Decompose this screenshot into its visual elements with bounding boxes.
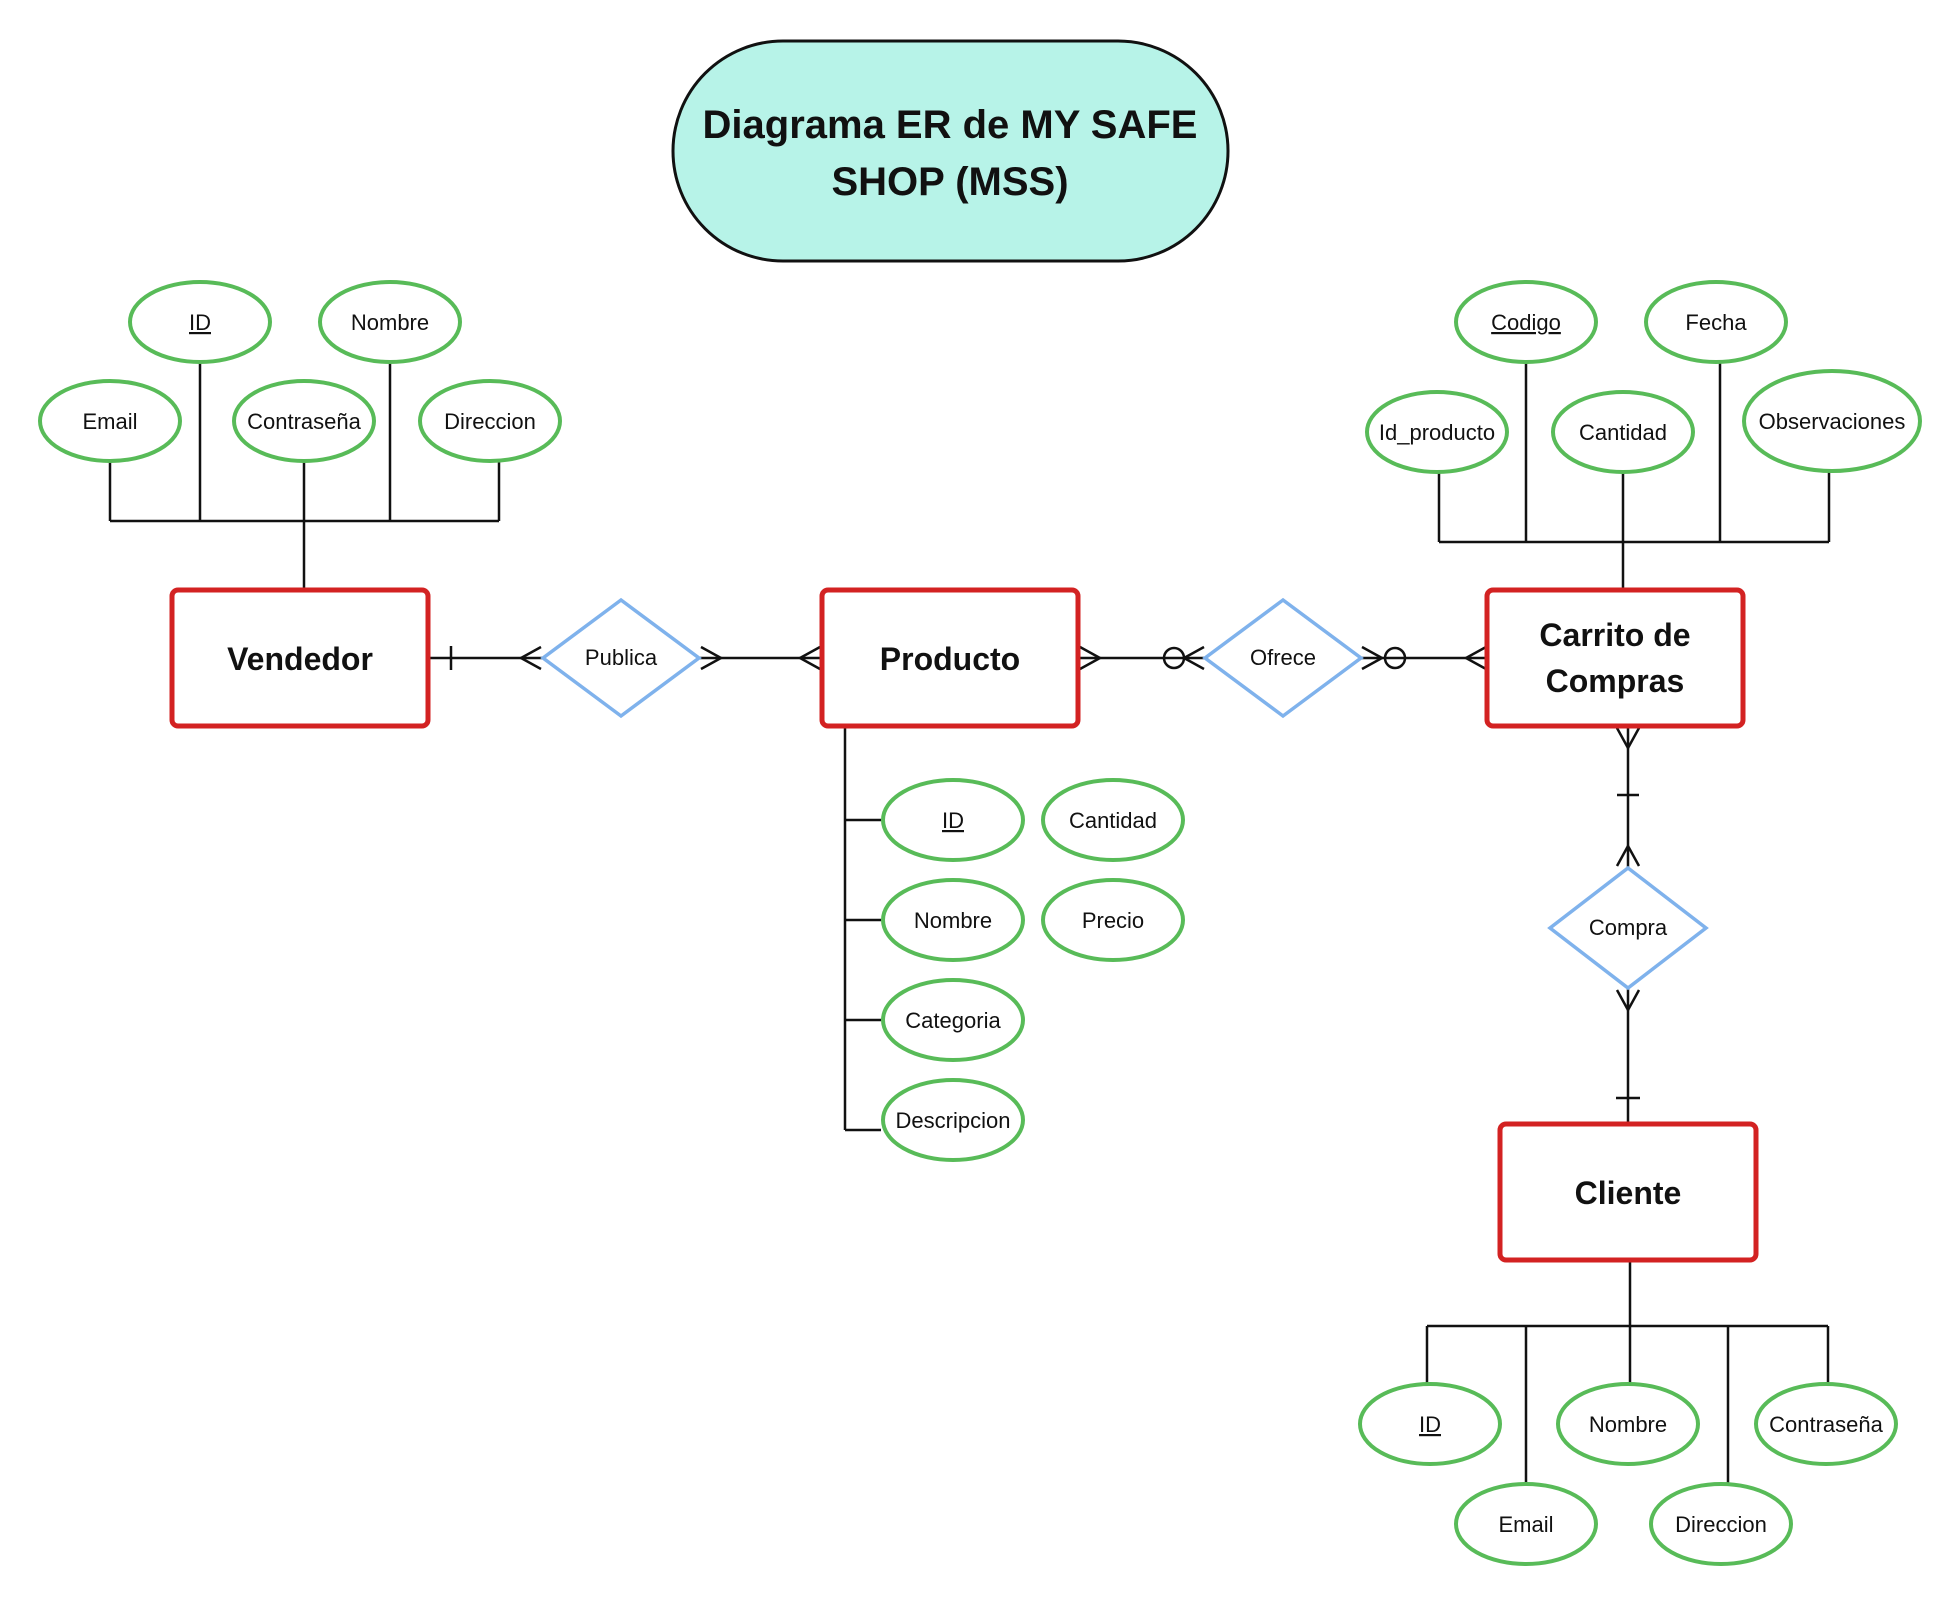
crowsfoot-publica-left xyxy=(518,645,542,671)
attribute-vendedor-contrasena[interactable]: Contraseña xyxy=(232,379,376,463)
attribute-producto-descripcion-label: Descripcion xyxy=(896,1108,1011,1133)
title-line-2: SHOP (MSS) xyxy=(831,160,1068,204)
attribute-cliente-direccion-label: Direccion xyxy=(1675,1512,1767,1537)
attribute-cliente-email-label: Email xyxy=(1498,1512,1553,1537)
attribute-producto-nombre[interactable]: Nombre xyxy=(881,878,1025,962)
attribute-producto-cantidad-label: Cantidad xyxy=(1069,808,1157,833)
attribute-vendedor-contrasena-label: Contraseña xyxy=(247,409,362,434)
attribute-producto-categoria-label: Categoria xyxy=(905,1008,1001,1033)
cardinality-marks xyxy=(449,645,1641,1100)
attribute-cliente-email[interactable]: Email xyxy=(1454,1482,1598,1566)
title-line-1: Diagrama ER de MY SAFE xyxy=(703,103,1198,147)
attribute-cliente-nombre[interactable]: Nombre xyxy=(1556,1382,1700,1466)
attribute-vendedor-email-label: Email xyxy=(82,409,137,434)
relationship-ofrece[interactable]: Ofrece xyxy=(1202,597,1364,719)
title-pill xyxy=(671,39,1230,263)
attribute-carrito-id-producto[interactable]: Id_producto xyxy=(1365,390,1509,474)
attribute-carrito-cantidad[interactable]: Cantidad xyxy=(1551,390,1695,474)
attribute-carrito-id-producto-label: Id_producto xyxy=(1379,420,1495,445)
attribute-carrito-fecha[interactable]: Fecha xyxy=(1644,280,1788,364)
relationship-publica-label: Publica xyxy=(585,645,658,670)
entity-carrito-de-compras[interactable]: Carrito de Compras xyxy=(1484,587,1746,729)
attribute-vendedor-direccion[interactable]: Direccion xyxy=(418,379,562,463)
entity-producto-label: Producto xyxy=(880,641,1020,677)
attribute-cliente-nombre-label: Nombre xyxy=(1589,1412,1667,1437)
attribute-carrito-observaciones[interactable]: Observaciones xyxy=(1742,369,1922,473)
crowsfoot-producto-right xyxy=(1079,645,1103,671)
attribute-cliente-id[interactable]: ID xyxy=(1358,1382,1502,1466)
relationship-ofrece-label: Ofrece xyxy=(1250,645,1316,670)
attribute-producto-id-label: ID xyxy=(942,808,964,833)
attribute-producto-precio[interactable]: Precio xyxy=(1041,878,1185,962)
entity-cliente-label: Cliente xyxy=(1575,1175,1682,1211)
crowsfoot-ofrece-left xyxy=(1181,645,1205,671)
crowsfoot-publica-right xyxy=(700,645,724,671)
diagram-title: Diagrama ER de MY SAFE SHOP (MSS) xyxy=(671,39,1230,263)
crowsfoot-compra-bottom xyxy=(1615,989,1641,1013)
attribute-vendedor-nombre[interactable]: Nombre xyxy=(318,280,462,364)
entity-producto[interactable]: Producto xyxy=(819,587,1081,729)
attribute-producto-categoria[interactable]: Categoria xyxy=(881,978,1025,1062)
attribute-vendedor-id-label: ID xyxy=(189,310,211,335)
entity-carrito-label-line-2: Compras xyxy=(1546,663,1685,699)
entity-vendedor-label: Vendedor xyxy=(227,641,373,677)
attribute-producto-cantidad[interactable]: Cantidad xyxy=(1041,778,1185,862)
attribute-producto-nombre-label: Nombre xyxy=(914,908,992,933)
attribute-carrito-codigo[interactable]: Codigo xyxy=(1454,280,1598,364)
attribute-vendedor-email[interactable]: Email xyxy=(38,379,182,463)
crowsfoot-producto-left xyxy=(797,645,821,671)
attribute-vendedor-id[interactable]: ID xyxy=(128,280,272,364)
crowsfoot-carrito-left xyxy=(1463,645,1487,671)
attribute-producto-id[interactable]: ID xyxy=(881,778,1025,862)
crowsfoot-ofrece-right xyxy=(1361,645,1385,671)
crowsfoot-compra-top xyxy=(1615,843,1641,867)
relationship-compra[interactable]: Compra xyxy=(1547,865,1709,991)
entity-vendedor[interactable]: Vendedor xyxy=(169,587,431,729)
attribute-cliente-contrasena[interactable]: Contraseña xyxy=(1754,1382,1898,1466)
attribute-cliente-direccion[interactable]: Direccion xyxy=(1649,1482,1793,1566)
attribute-cliente-contrasena-label: Contraseña xyxy=(1769,1412,1884,1437)
attribute-cliente-id-label: ID xyxy=(1419,1412,1441,1437)
attribute-vendedor-direccion-label: Direccion xyxy=(444,409,536,434)
entity-cliente[interactable]: Cliente xyxy=(1497,1121,1759,1263)
attribute-carrito-fecha-label: Fecha xyxy=(1685,310,1747,335)
attribute-vendedor-nombre-label: Nombre xyxy=(351,310,429,335)
attribute-producto-descripcion[interactable]: Descripcion xyxy=(881,1078,1025,1162)
attribute-carrito-codigo-label: Codigo xyxy=(1491,310,1561,335)
crowsfoot-carrito-bottom xyxy=(1615,727,1641,751)
zero-ofrece-right xyxy=(1383,646,1407,670)
attribute-carrito-observaciones-label: Observaciones xyxy=(1759,409,1906,434)
attribute-carrito-cantidad-label: Cantidad xyxy=(1579,420,1667,445)
entity-carrito-label-line-1: Carrito de xyxy=(1539,617,1690,653)
attribute-producto-precio-label: Precio xyxy=(1082,908,1144,933)
relationship-publica[interactable]: Publica xyxy=(540,597,702,719)
relationship-compra-label: Compra xyxy=(1589,915,1668,940)
